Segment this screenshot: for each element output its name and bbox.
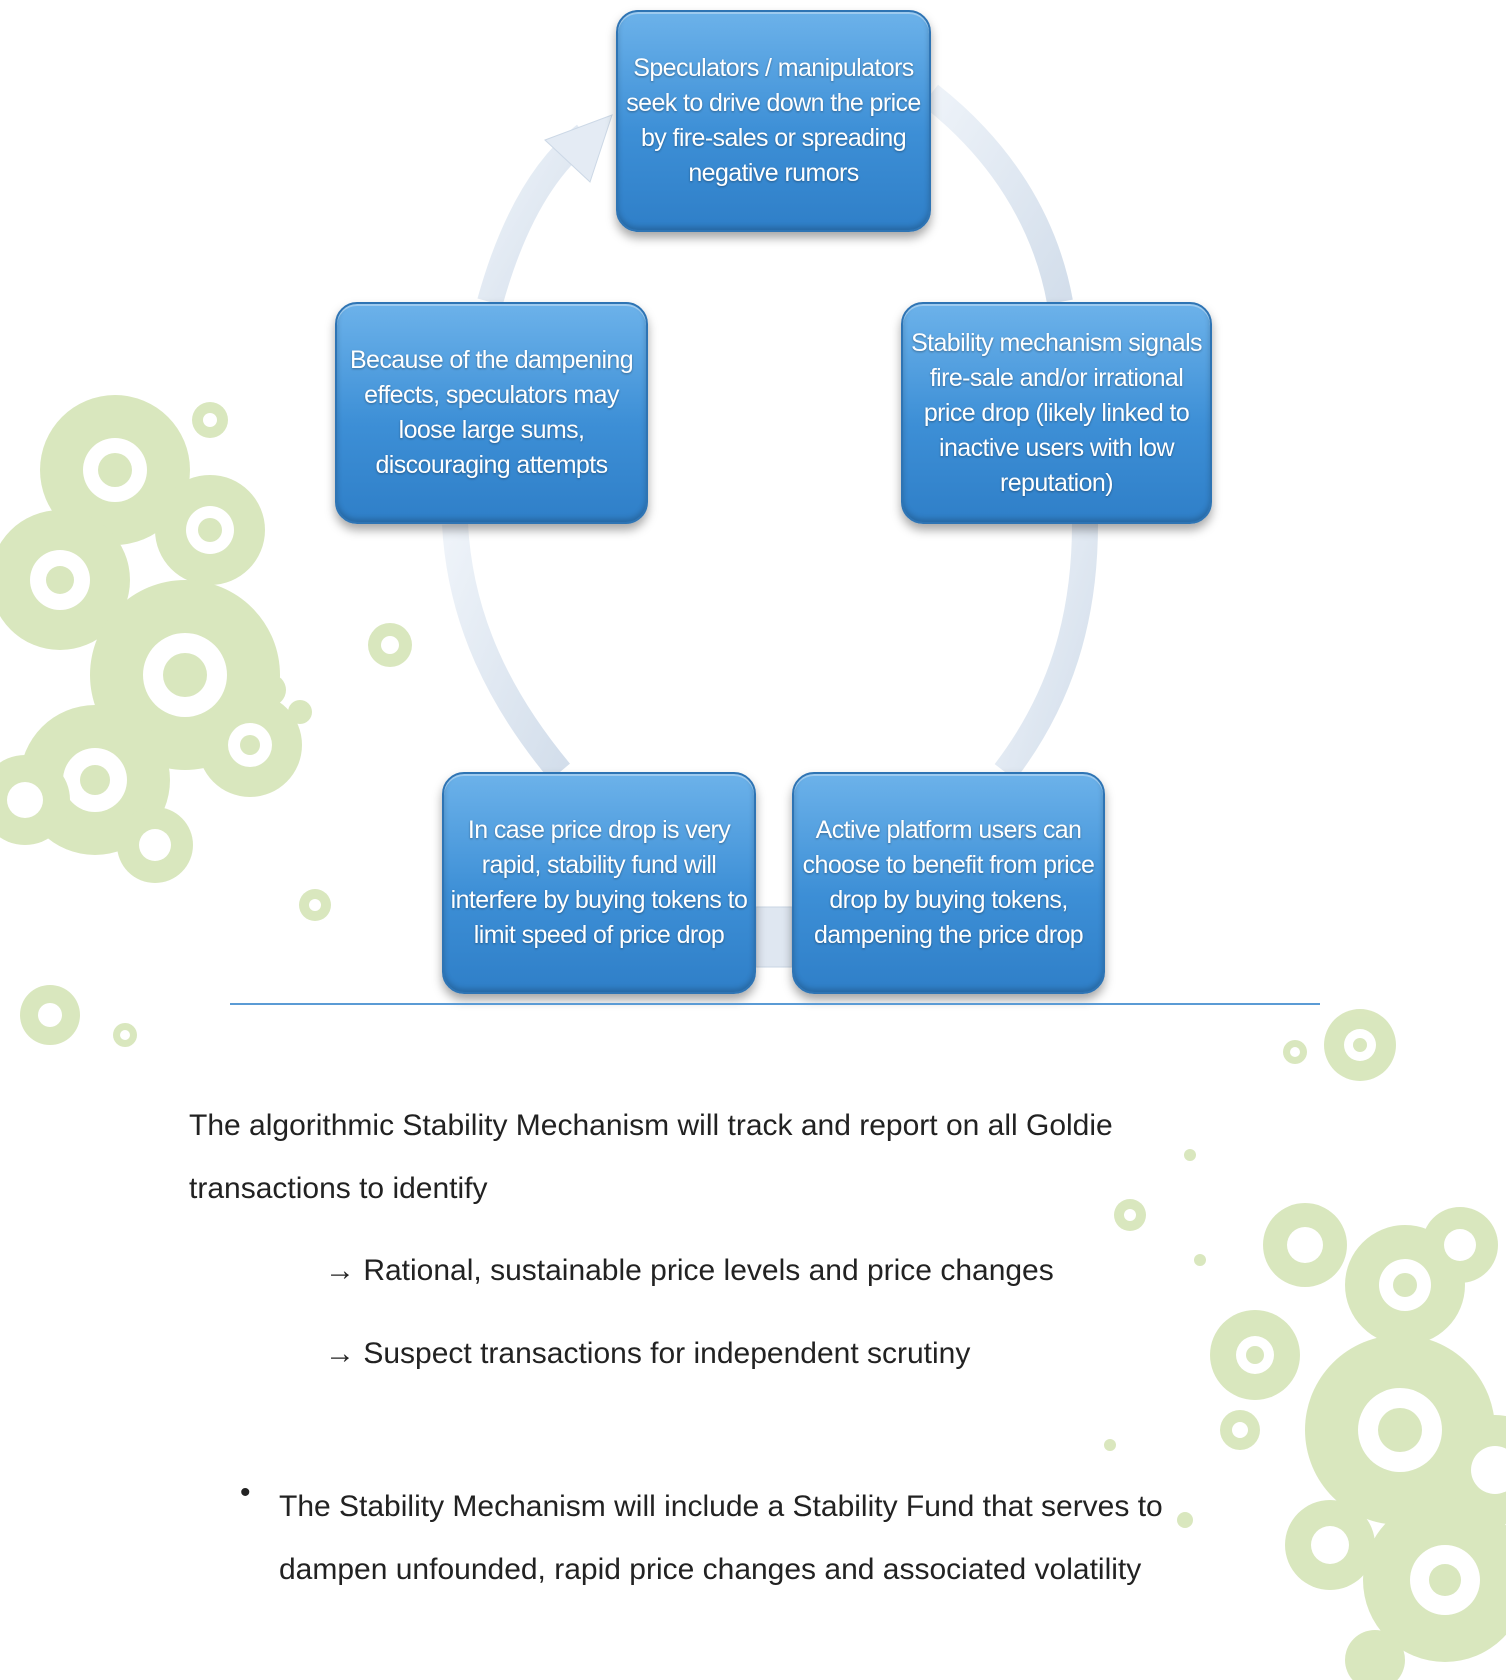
bullet-paragraph: The Stability Mechanism will include a S… (279, 1490, 1163, 1586)
cycle-node-stability-signal: Stability mechanism signals fire-sale an… (901, 302, 1212, 524)
cycle-node-active-users: Active platform users can choose to bene… (792, 772, 1105, 994)
arrow-list-item: → Rational, sustainable price levels and… (325, 1254, 1054, 1287)
cycle-arrow-ring (442, 84, 1098, 968)
intro-paragraph: The algorithmic Stability Mechanism will… (189, 1109, 1113, 1205)
arrow-list-item: → Suspect transactions for independent s… (325, 1337, 971, 1370)
cycle-node-speculators: Speculators / manipulators seek to drive… (616, 10, 931, 232)
bullet-icon: • (240, 1476, 251, 1509)
cycle-diagram: Speculators / manipulators seek to drive… (335, 10, 1212, 994)
cycle-node-stability-fund: In case price drop is very rapid, stabil… (442, 772, 756, 994)
horizontal-divider (230, 1003, 1320, 1005)
cycle-node-speculator-losses: Because of the dampening effects, specul… (335, 302, 648, 524)
